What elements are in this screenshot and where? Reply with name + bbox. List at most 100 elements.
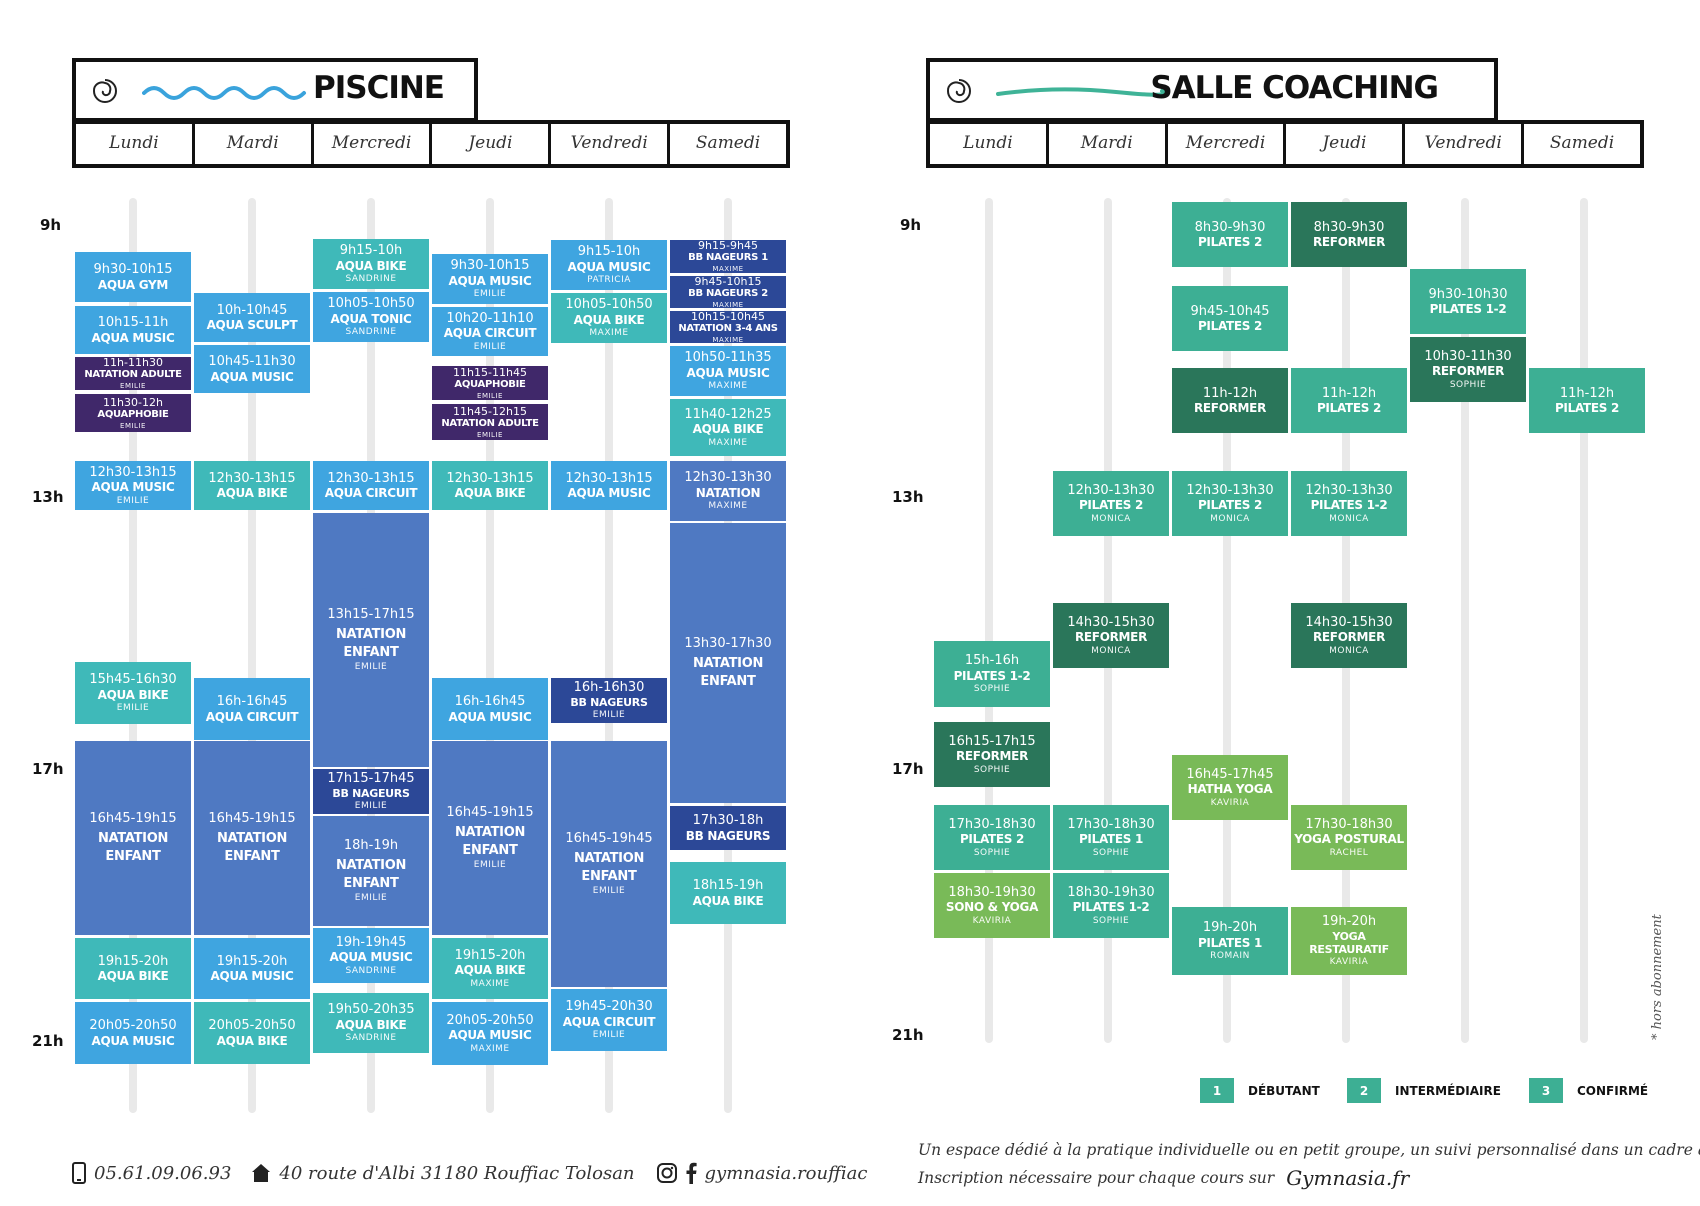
day-rail bbox=[486, 198, 494, 1113]
class-name: AQUA MUSIC bbox=[91, 330, 175, 345]
tagline: Un espace dédié à la pratique individuel… bbox=[918, 1141, 1700, 1159]
class-name: PILATES 1-2 bbox=[1072, 900, 1150, 915]
class-name: PILATES 2 bbox=[1197, 319, 1263, 334]
facebook-icon bbox=[686, 1162, 697, 1184]
class-time: 16h45-19h15 bbox=[89, 810, 177, 826]
class-time: 20h05-20h50 bbox=[89, 1018, 177, 1033]
phone-number[interactable]: 05.61.09.06.93 bbox=[94, 1162, 232, 1184]
day-samedi: Samedi bbox=[1521, 124, 1640, 164]
class-name: NATATION 3-4 ANS bbox=[678, 322, 778, 334]
instructor: KAVIRIA bbox=[972, 915, 1012, 926]
class-name: AQUA MUSIC bbox=[91, 1033, 175, 1048]
social-handle[interactable]: gymnasia.rouffiac bbox=[704, 1162, 868, 1184]
class-time: 15h-16h bbox=[964, 653, 1020, 669]
legend-label: CONFIRMÉ bbox=[1577, 1083, 1649, 1098]
day-rail bbox=[1223, 198, 1231, 1043]
class-time: 10h20-11h10 bbox=[446, 310, 534, 326]
class-time: 10h45-11h30 bbox=[208, 354, 296, 369]
class-name: AQUA CIRCUIT bbox=[562, 1014, 656, 1029]
class-name: AQUA MUSIC bbox=[210, 369, 294, 384]
class-name: AQUA BIKE bbox=[335, 258, 407, 273]
class-name: YOGA RESTAURATIF bbox=[1309, 929, 1389, 956]
day-rail bbox=[1580, 198, 1588, 1043]
class-name: AQUA MUSIC bbox=[567, 259, 651, 274]
site-logo[interactable]: Gymnasia.fr bbox=[1286, 1166, 1410, 1190]
class-name: PILATES 2 bbox=[1197, 235, 1263, 250]
class-name: AQUA MUSIC bbox=[567, 486, 651, 501]
